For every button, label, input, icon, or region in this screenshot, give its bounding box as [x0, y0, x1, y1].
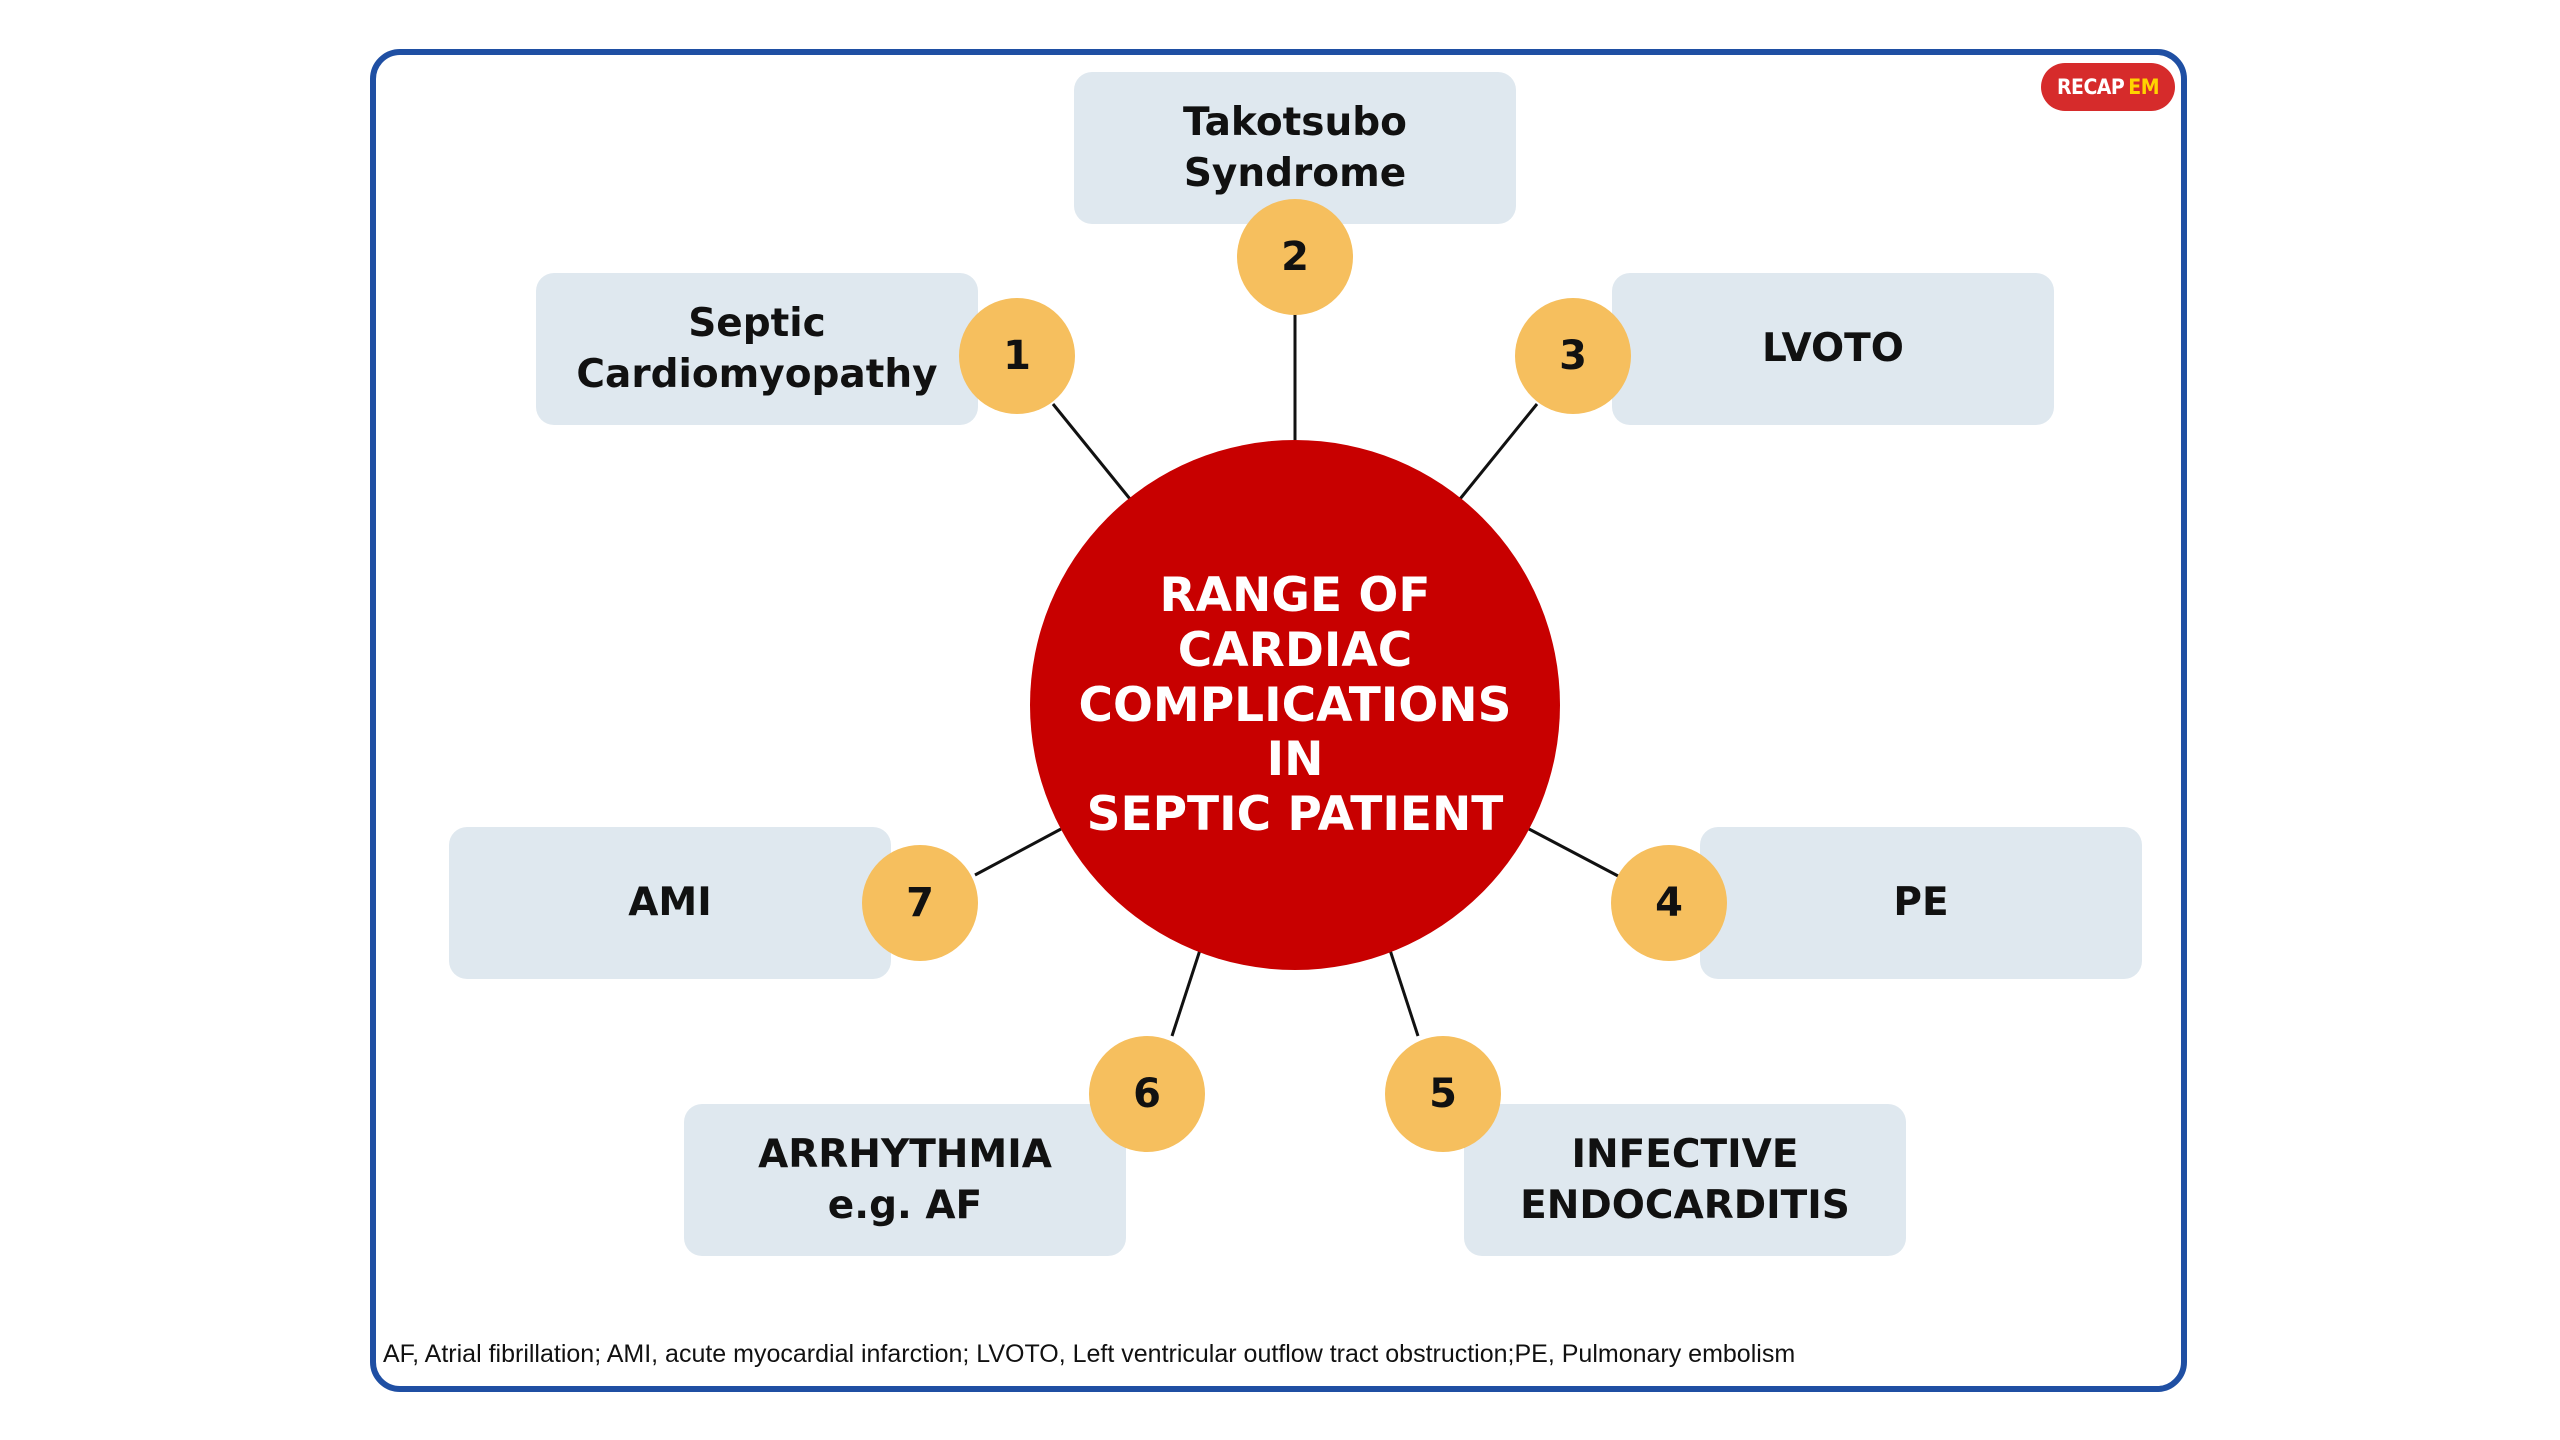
complication-box-4: PE: [1700, 827, 2142, 979]
central-topic-text: RANGE OF CARDIAC COMPLICATIONS IN SEPTIC…: [1078, 567, 1512, 843]
complication-label-6: ARRHYTHMIA e.g. AF: [758, 1131, 1052, 1228]
complication-label-2: Takotsubo Syndrome: [1183, 99, 1407, 196]
complication-label-4: PE: [1893, 880, 1949, 926]
number-badge-3: 3: [1515, 298, 1631, 414]
number-badge-1: 1: [959, 298, 1075, 414]
connector-line-3: [1458, 403, 1539, 500]
complication-box-6: ARRHYTHMIA e.g. AF: [684, 1104, 1126, 1256]
number-badge-5: 5: [1385, 1036, 1501, 1152]
complication-label-1: Septic Cardiomyopathy: [576, 300, 938, 397]
number-badge-6: 6: [1089, 1036, 1205, 1152]
complication-box-5: INFECTIVE ENDOCARDITIS: [1464, 1104, 1906, 1256]
complication-label-7: AMI: [628, 880, 712, 926]
logo-text-main: RECAP: [2056, 75, 2125, 99]
complication-box-3: LVOTO: [1612, 273, 2054, 425]
logo-text-accent: EM: [2128, 75, 2159, 99]
abbreviations-footnote: AF, Atrial fibrillation; AMI, acute myoc…: [383, 1340, 1796, 1368]
central-topic-circle: RANGE OF CARDIAC COMPLICATIONS IN SEPTIC…: [1030, 440, 1560, 970]
number-badge-7: 7: [862, 845, 978, 961]
complication-box-2: Takotsubo Syndrome: [1074, 72, 1516, 224]
connector-line-7: [974, 827, 1062, 877]
complication-label-3: LVOTO: [1762, 326, 1904, 372]
diagram-frame: [370, 49, 2187, 1392]
number-badge-4: 4: [1611, 845, 1727, 961]
connector-line-6: [1170, 949, 1202, 1037]
complication-box-7: AMI: [449, 827, 891, 979]
complication-label-5: INFECTIVE ENDOCARDITIS: [1520, 1131, 1850, 1228]
connector-line-4: [1528, 827, 1621, 879]
number-badge-2: 2: [1237, 199, 1353, 315]
connector-line-1: [1051, 403, 1132, 500]
connector-line-5: [1388, 949, 1420, 1037]
complication-box-1: Septic Cardiomyopathy: [536, 273, 978, 425]
